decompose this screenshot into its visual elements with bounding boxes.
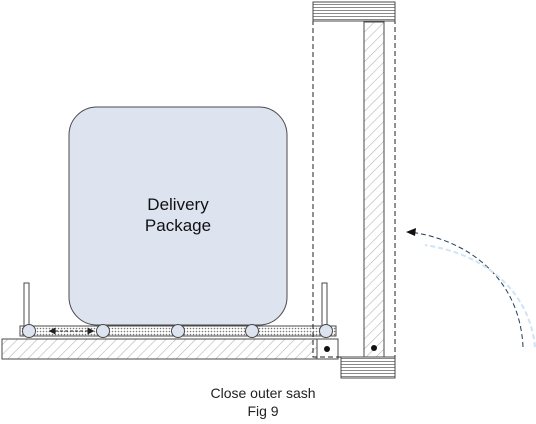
roller xyxy=(245,324,259,338)
outer-sash-panel xyxy=(363,21,385,358)
sash-bottom-cap xyxy=(340,356,396,379)
roller xyxy=(22,324,36,338)
left-stop-post xyxy=(23,282,30,327)
roller xyxy=(171,324,185,338)
package-label-line1: Delivery xyxy=(147,195,209,214)
figure-caption: Close outer sash xyxy=(210,385,316,401)
base-sill xyxy=(1,338,339,360)
sash-hinge-pivot-icon xyxy=(371,345,377,351)
roller xyxy=(319,324,333,338)
sill-hinge-pivot-icon xyxy=(324,346,330,352)
roller xyxy=(96,324,110,338)
sash-close-arrow-fade xyxy=(424,244,536,348)
sash-top-cap xyxy=(312,1,396,22)
package-label-line2: Package xyxy=(145,216,211,235)
figure-number: Fig 9 xyxy=(247,403,279,419)
sash-close-arrow xyxy=(409,231,524,348)
sash-close-arrow-head xyxy=(406,228,416,236)
right-stop-post xyxy=(321,282,328,327)
